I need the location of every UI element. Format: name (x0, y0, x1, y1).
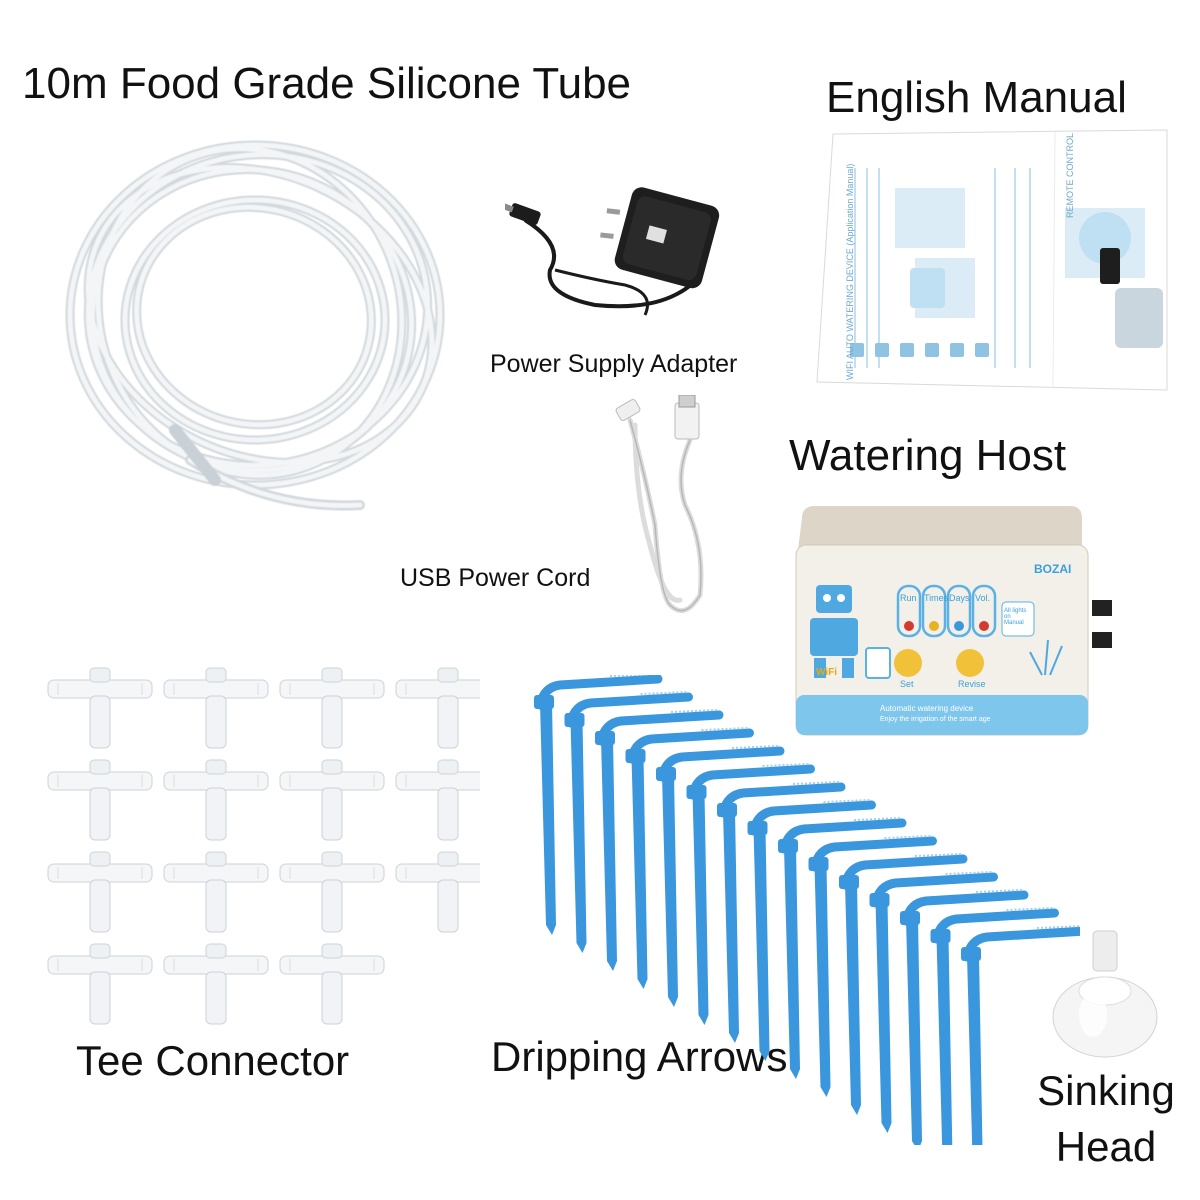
dripping-arrow (808, 835, 937, 1097)
tee-connector (279, 943, 385, 1025)
tee-connector (163, 943, 269, 1025)
dripping-arrows-image (520, 675, 1080, 1145)
dripping-arrow (686, 763, 815, 1025)
manual-remote-title: REMOTE CONTROL (1065, 132, 1075, 218)
dripping-arrow (961, 925, 1080, 1145)
dripping-arrow (534, 675, 663, 935)
dripping-arrow (656, 745, 785, 1007)
tee-connector (47, 943, 153, 1025)
english-manual-image: WIFI AUTO WATERING DEVICE (Application M… (815, 128, 1175, 398)
sinking-label-line1: Sinking (1037, 1067, 1175, 1114)
host-revise-label: Revise (958, 679, 986, 689)
dripping-arrow (900, 889, 1029, 1145)
power-adapter-image (505, 185, 745, 345)
manual-heading: WIFI AUTO WATERING DEVICE (Application M… (845, 163, 855, 380)
tube-label: 10m Food Grade Silicone Tube (22, 59, 632, 108)
arrows-label: Dripping Arrows (491, 1033, 788, 1080)
sinking-head-image (1045, 925, 1165, 1060)
host-days-label: Days (949, 593, 970, 603)
tee-connector (163, 667, 269, 749)
tee-connector (163, 759, 269, 841)
tee-connectors-image (40, 660, 480, 1030)
tee-connector (163, 851, 269, 933)
usb-label: USB Power Cord (400, 564, 591, 592)
host-times-label: Times (924, 593, 949, 603)
watering-host-image: BOZAI WiFi Run Times Days Vol. All light… (780, 500, 1130, 745)
manual-label: English Manual (826, 73, 1127, 122)
host-footer-title: Automatic watering device (880, 704, 974, 713)
dripping-arrow (778, 817, 907, 1079)
tee-connector (395, 851, 480, 933)
host-all-lights-label: All lights on Manual (1004, 608, 1027, 626)
usb-cord-image (605, 395, 735, 625)
tee-connector (47, 667, 153, 749)
tee-connector (47, 851, 153, 933)
dripping-arrow (747, 799, 876, 1061)
host-footer-subtitle: Enjoy the irrigation of the smart age (880, 716, 991, 723)
dripping-arrow (839, 853, 968, 1115)
dripping-arrow (625, 727, 754, 989)
dripping-arrow (930, 907, 1059, 1145)
dripping-arrow (717, 781, 846, 1043)
tee-connector (279, 851, 385, 933)
dripping-arrow (595, 709, 724, 971)
tee-label: Tee Connector (76, 1037, 350, 1084)
host-vol-label: Vol. (975, 593, 991, 603)
dripping-arrow (564, 691, 693, 953)
tee-connector (279, 667, 385, 749)
tee-connector (395, 667, 480, 749)
host-wifi-text: WiFi (816, 667, 838, 678)
host-set-label: Set (900, 679, 914, 689)
tee-connector (395, 759, 480, 841)
tee-connector (279, 759, 385, 841)
host-label: Watering Host (789, 431, 1067, 480)
sinking-label-line2: Head (1055, 1123, 1157, 1170)
tee-connector (47, 759, 153, 841)
dripping-arrow (869, 871, 998, 1133)
host-run-label: Run (900, 593, 917, 603)
sinking-head-label: Sinking Head (1022, 1070, 1190, 1168)
silicone-tube-image (40, 120, 460, 540)
host-brand: BOZAI (1034, 562, 1072, 576)
adapter-label: Power Supply Adapter (490, 350, 738, 378)
